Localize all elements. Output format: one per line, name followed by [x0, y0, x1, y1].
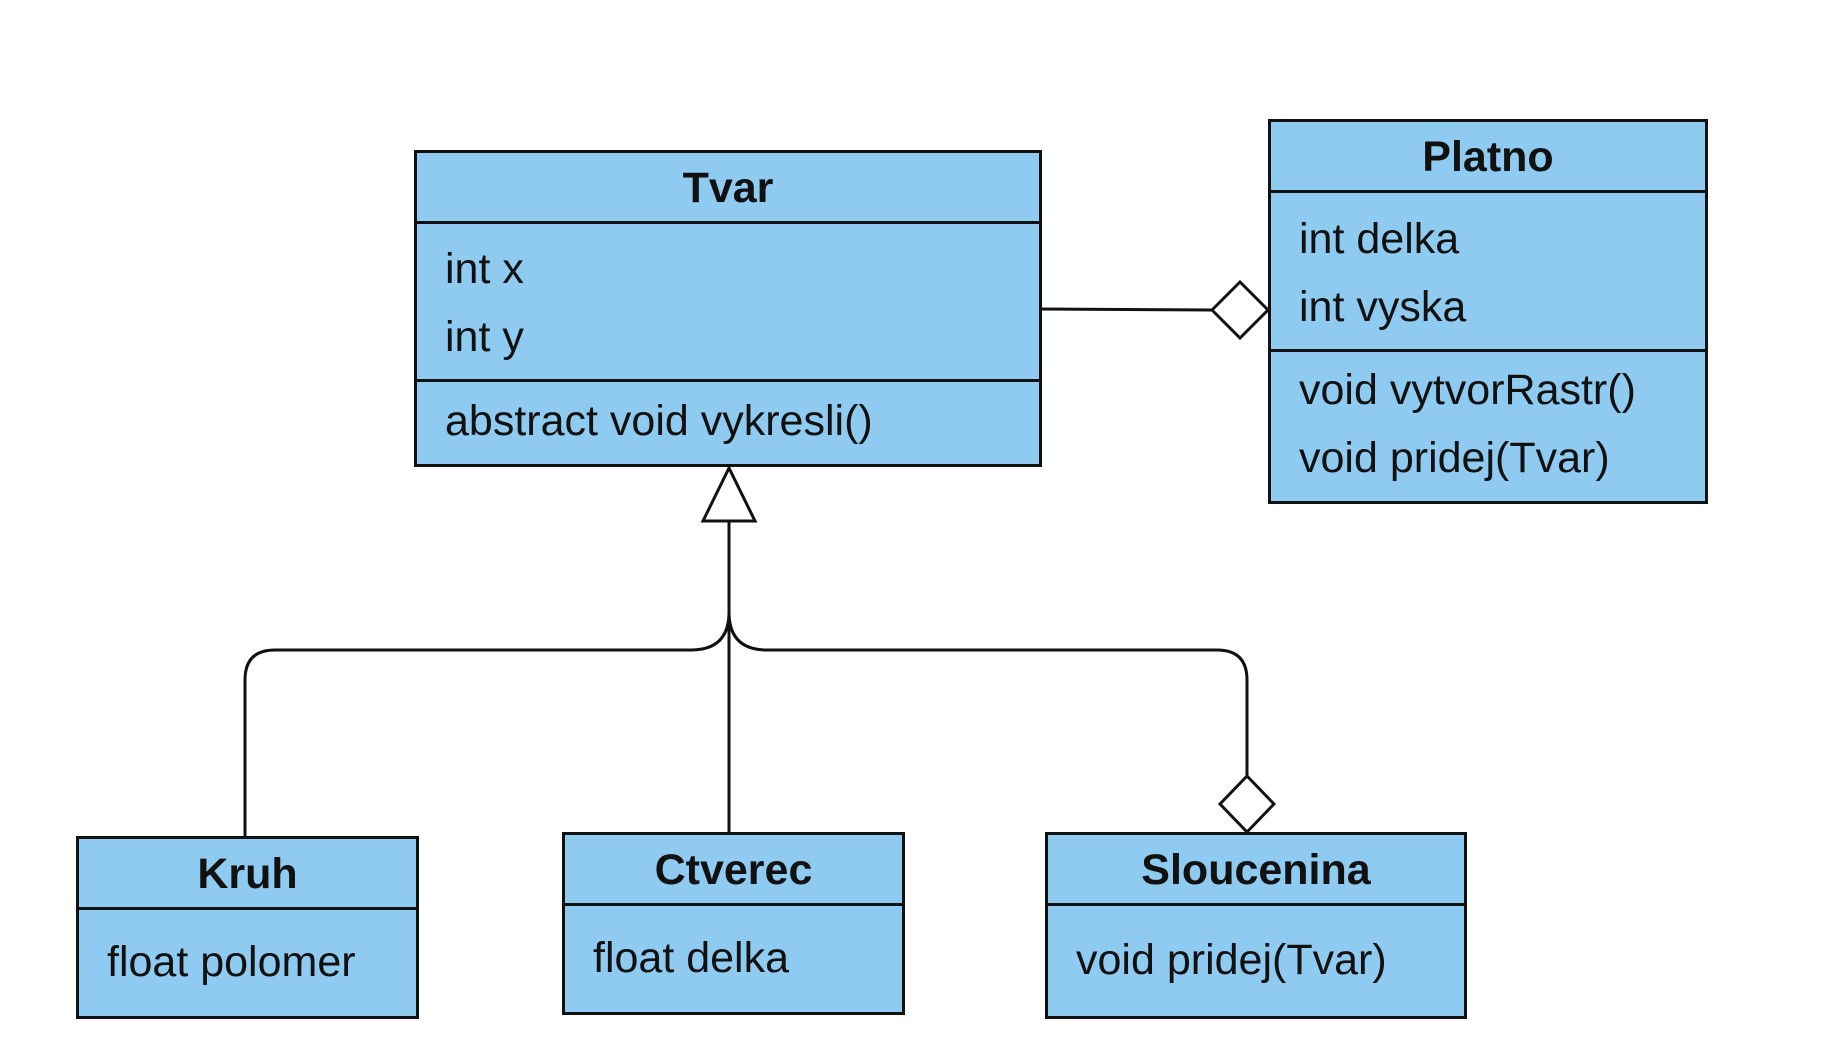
- methods-section: void vytvorRastr() void pridej(Tvar): [1271, 352, 1705, 501]
- aggregation-line-platno-tvar: [1039, 307, 1213, 312]
- method: abstract void vykresli(): [445, 397, 873, 445]
- method: void pridej(Tvar): [1076, 936, 1387, 984]
- methods-section: void pridej(Tvar): [1048, 906, 1464, 1016]
- attribute: int y: [445, 313, 524, 361]
- generalization-line-kruh-tvar: [243, 521, 731, 836]
- class-name: Ctverec: [565, 835, 902, 906]
- class-kruh[interactable]: Kruh float polomer: [76, 836, 419, 1019]
- class-name: Tvar: [417, 153, 1039, 224]
- attributes-section: float polomer: [79, 910, 416, 1016]
- method: void pridej(Tvar): [1299, 434, 1610, 482]
- attributes-section: int delka int vyska: [1271, 193, 1705, 352]
- class-ctverec[interactable]: Ctverec float delka: [562, 832, 905, 1015]
- aggregation-diamond-platno: [1209, 279, 1271, 341]
- method: void vytvorRastr(): [1299, 366, 1636, 414]
- class-tvar[interactable]: Tvar int x int y abstract void vykresli(…: [414, 150, 1042, 467]
- generalization-arrowhead-tvar: [700, 464, 758, 523]
- methods-section: abstract void vykresli(): [417, 382, 1039, 464]
- class-sloucenina[interactable]: Sloucenina void pridej(Tvar): [1045, 832, 1467, 1019]
- class-name: Kruh: [79, 839, 416, 910]
- attribute: int x: [445, 245, 524, 293]
- class-name: Platno: [1271, 122, 1705, 193]
- attributes-section: int x int y: [417, 224, 1039, 382]
- attributes-section: float delka: [565, 906, 902, 1012]
- attribute: int vyska: [1299, 283, 1467, 331]
- class-platno[interactable]: Platno int delka int vyska void vytvorRa…: [1268, 119, 1708, 504]
- generalization-line-sloucenina-tvar: [727, 521, 1249, 776]
- attribute: float polomer: [107, 938, 356, 986]
- attribute: int delka: [1299, 215, 1460, 263]
- class-name: Sloucenina: [1048, 835, 1464, 906]
- attribute: float delka: [593, 934, 790, 982]
- aggregation-diamond-sloucenina: [1217, 773, 1277, 835]
